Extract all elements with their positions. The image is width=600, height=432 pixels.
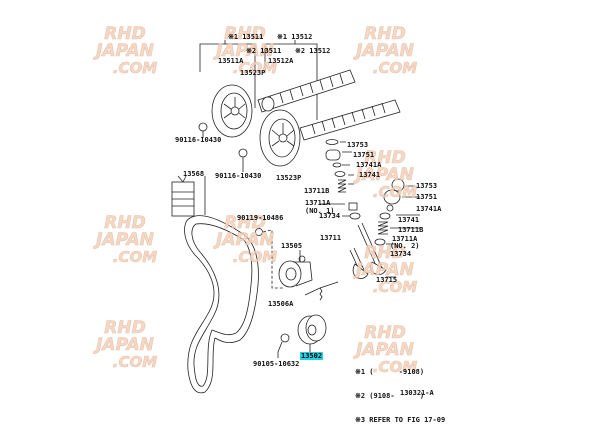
part-label[interactable]: 13741A xyxy=(416,205,442,213)
part-label[interactable]: 13711B xyxy=(398,226,424,234)
bolt-icon xyxy=(255,228,263,236)
part-label[interactable]: 13523P xyxy=(276,174,302,182)
part-label[interactable]: ※1 13512 xyxy=(277,33,313,41)
tensioner-pulley xyxy=(278,255,313,288)
part-label[interactable]: 13741 xyxy=(359,171,381,179)
part-label[interactable]: 13734 xyxy=(390,250,412,258)
part-label[interactable]: 13568 xyxy=(183,170,205,178)
valve-parts-left xyxy=(325,139,361,220)
camshaft-lower xyxy=(299,99,401,141)
part-label[interactable]: 13751 xyxy=(416,193,438,201)
bolt-icon xyxy=(238,148,248,158)
part-label[interactable]: 90119-10486 xyxy=(237,214,284,222)
part-label[interactable]: 13523P xyxy=(240,69,266,77)
camshaft-pulley-right xyxy=(259,109,301,167)
part-label[interactable]: ※2 13512 xyxy=(295,47,331,55)
part-label[interactable]: 13711B xyxy=(304,187,330,195)
caution-label-icon xyxy=(171,175,195,217)
part-label[interactable]: ※2 13511 xyxy=(246,47,282,55)
legend-item: ※1 ( -9108) xyxy=(355,368,425,376)
part-label[interactable]: (NO. 2) xyxy=(390,242,420,250)
part-label[interactable]: 13734 xyxy=(319,212,341,220)
tensioner-spring xyxy=(304,281,339,301)
part-label[interactable]: 13753 xyxy=(347,141,369,149)
valve-parts-right xyxy=(374,178,405,246)
part-label[interactable]: 13741 xyxy=(398,216,420,224)
part-label[interactable]: 90105-10632 xyxy=(253,360,300,368)
legend-item: ※2 (9108- ) xyxy=(355,392,425,400)
camshaft-pulley-left xyxy=(211,84,253,138)
part-label[interactable]: 13711A xyxy=(305,199,331,207)
part-label[interactable]: 13512A xyxy=(268,57,294,65)
bolt-icon xyxy=(198,122,208,132)
part-label[interactable]: 13753 xyxy=(416,182,438,190)
part-label[interactable]: 90116-10430 xyxy=(215,172,262,180)
part-label[interactable]: 13511A xyxy=(218,57,244,65)
part-label[interactable]: 13711 xyxy=(320,234,342,242)
part-label[interactable]: 13741A xyxy=(356,161,382,169)
part-label[interactable]: 13711A xyxy=(392,235,418,243)
part-label[interactable]: ※1 13511 xyxy=(228,33,264,41)
valve-stem xyxy=(357,222,383,271)
idler-pulley xyxy=(297,314,327,345)
legend-item: ※3 REFER TO FIG 17-09 xyxy=(355,416,446,424)
part-label[interactable]: 13751 xyxy=(353,151,375,159)
part-label[interactable]: (NO. 1) xyxy=(305,207,335,215)
camshaft-upper xyxy=(257,69,356,113)
leader-13511 xyxy=(199,40,256,108)
part-label[interactable]: 13715 xyxy=(376,276,398,284)
part-label[interactable]: 13505 xyxy=(281,242,303,250)
part-label[interactable]: 13506A xyxy=(268,300,294,308)
timing-belt xyxy=(184,215,259,394)
bolt-icon xyxy=(280,333,290,343)
figure-code: 130321-A xyxy=(400,389,434,397)
parts-diagram xyxy=(171,40,420,394)
part-label[interactable]: 90116-10430 xyxy=(175,136,222,144)
part-label-highlighted[interactable]: 13502 xyxy=(300,352,324,360)
